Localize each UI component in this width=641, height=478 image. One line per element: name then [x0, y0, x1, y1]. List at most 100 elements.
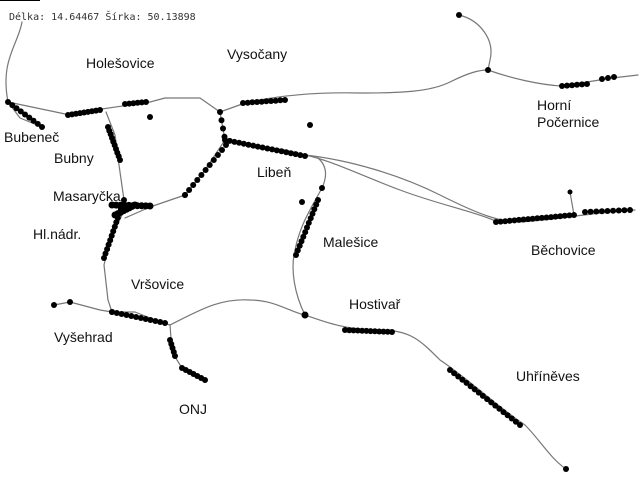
station-point	[172, 353, 178, 359]
station-point	[258, 98, 265, 105]
station-point	[493, 219, 499, 225]
station-point	[268, 98, 274, 104]
station-point	[162, 320, 168, 326]
station-point	[190, 182, 197, 188]
station-point	[302, 229, 309, 236]
label-vrsovice: Vršovice	[131, 276, 185, 292]
station-point	[300, 233, 307, 240]
station-point	[218, 117, 225, 124]
station-point	[604, 208, 611, 214]
station-point	[515, 216, 522, 223]
station-point	[302, 153, 308, 159]
station-point	[567, 189, 573, 195]
station-point	[593, 208, 600, 215]
station-point	[244, 99, 251, 106]
station-point	[269, 146, 276, 153]
station-point	[219, 147, 225, 153]
station-point	[113, 310, 120, 316]
station-point	[67, 299, 73, 305]
station-point	[147, 317, 154, 323]
station-point	[157, 319, 164, 325]
label-malesice: Malešice	[323, 234, 379, 250]
station-point	[231, 138, 238, 145]
station-point	[463, 379, 470, 386]
station-point	[123, 312, 130, 318]
station-point	[447, 367, 453, 373]
station-point	[557, 213, 564, 220]
station-point	[128, 313, 135, 319]
station-point	[621, 207, 628, 214]
label-vysocany: Vysočany	[227, 46, 288, 62]
station-point	[311, 206, 318, 213]
station-point	[22, 111, 28, 118]
station-point	[264, 145, 271, 152]
station-point	[97, 107, 103, 113]
station-point	[293, 252, 299, 258]
station-point	[118, 311, 125, 317]
station-point	[475, 389, 482, 396]
station-point	[504, 412, 511, 419]
station-point	[599, 76, 605, 82]
lat-value: 50.13898	[147, 12, 196, 23]
label-uhrineves: Uhříněves	[516, 368, 580, 384]
station-point	[497, 218, 504, 225]
station-point	[525, 216, 532, 223]
station-point	[298, 238, 305, 245]
station-point	[294, 247, 301, 254]
station-point	[384, 328, 391, 335]
station-point	[51, 302, 57, 308]
station-point	[538, 214, 545, 221]
station-point	[273, 147, 280, 154]
station-point	[117, 157, 123, 163]
label-hostivar: Hostivař	[349, 296, 401, 312]
station-point	[534, 215, 541, 222]
station-point	[313, 201, 320, 208]
station-point	[194, 177, 201, 183]
station-point	[543, 214, 550, 221]
station-point	[615, 207, 622, 214]
station-point	[479, 392, 486, 399]
station-point	[354, 327, 361, 334]
station-point	[305, 219, 312, 226]
label-bubenec: Bubeneč	[4, 129, 60, 145]
station-point	[297, 152, 304, 159]
station-point	[26, 114, 33, 121]
station-point	[506, 217, 513, 224]
station-point	[456, 12, 462, 18]
station-point	[529, 215, 536, 222]
station-point	[371, 328, 378, 335]
rail-line	[569, 191, 575, 216]
label-holesovice: Holešovice	[86, 55, 155, 71]
label-liben: Libeň	[257, 164, 292, 180]
station-point	[263, 98, 270, 105]
station-point	[467, 383, 474, 390]
station-point	[484, 396, 491, 403]
rail-line	[304, 314, 567, 470]
station-point	[152, 318, 159, 324]
coordinate-readout: Délka: 14.64467 Šírka: 50.13898	[9, 12, 196, 23]
rail-line	[53, 301, 113, 313]
station-point	[627, 207, 633, 213]
label-masarycka: Masaryčka	[53, 188, 121, 204]
station-point	[198, 172, 205, 178]
station-point	[584, 81, 590, 87]
label-hlnadr: Hl.nádr.	[33, 226, 82, 242]
station-point	[101, 255, 107, 261]
station-point	[319, 185, 325, 191]
label-onj: ONJ	[179, 401, 207, 417]
station-point	[517, 422, 523, 428]
station-point	[236, 139, 243, 146]
station-point	[39, 124, 45, 130]
station-point	[552, 213, 559, 220]
station-point	[137, 315, 144, 321]
station-point	[485, 67, 491, 73]
station-point	[304, 224, 310, 231]
station-point	[502, 218, 509, 225]
station-point	[226, 137, 233, 144]
station-point	[492, 402, 499, 409]
station-point	[563, 466, 569, 472]
station-point	[249, 99, 256, 106]
station-point	[282, 97, 288, 103]
